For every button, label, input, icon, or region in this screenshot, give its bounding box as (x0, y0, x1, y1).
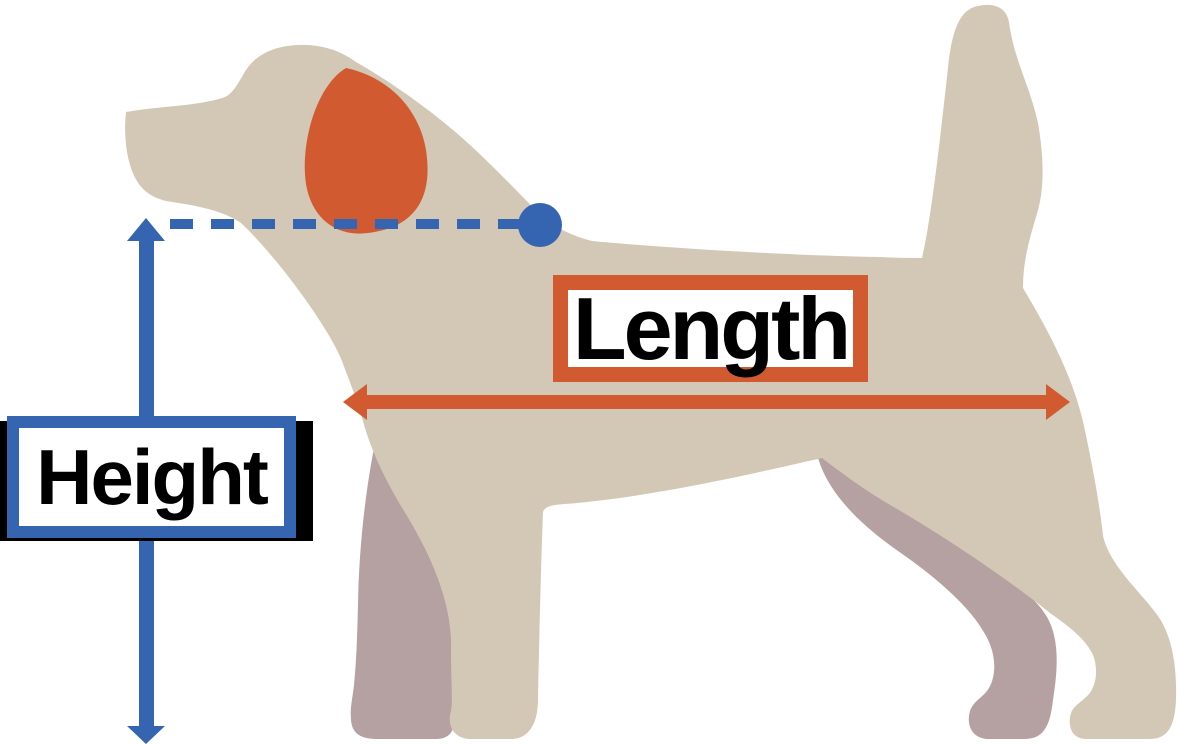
far-hind-leg (818, 450, 1057, 739)
length-label: Length (553, 275, 868, 382)
length-label-text: Length (572, 278, 851, 378)
length-arrow-shaft (363, 395, 1049, 409)
height-label: Height (7, 416, 296, 538)
length-arrow-left-head (343, 384, 367, 420)
length-double-arrow (343, 384, 1070, 420)
withers-point-dot (518, 203, 562, 247)
height-label-text: Height (36, 432, 269, 521)
height-arrow-up-head (127, 218, 165, 241)
dog-ear-patch (304, 68, 428, 234)
length-arrow-right-head (1046, 384, 1070, 420)
height-arrow-down-head (127, 726, 165, 744)
